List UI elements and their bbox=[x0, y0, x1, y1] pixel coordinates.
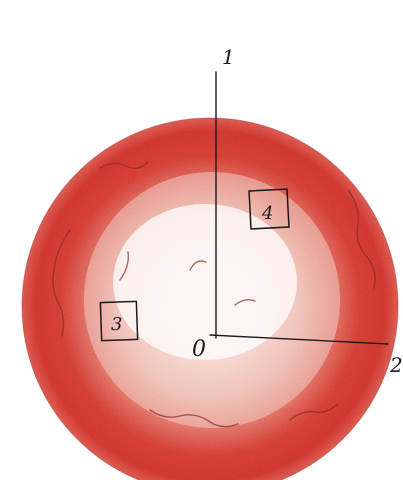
region-3-label: 3 bbox=[111, 314, 122, 335]
origin-label: 0 bbox=[192, 337, 206, 362]
vertical-axis-label: 1 bbox=[222, 45, 235, 69]
horizontal-axis-label: 2 bbox=[389, 353, 403, 377]
disc bbox=[22, 118, 398, 480]
region-4-label: 4 bbox=[261, 203, 273, 224]
